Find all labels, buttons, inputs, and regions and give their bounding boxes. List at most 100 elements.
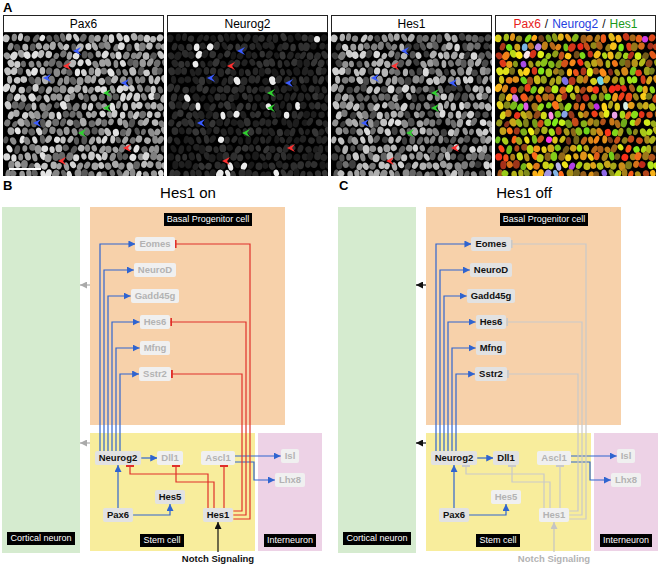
cell-nucleus	[467, 59, 474, 68]
cell-nucleus	[339, 34, 345, 42]
cell-nucleus	[416, 35, 422, 44]
cell-nucleus	[449, 169, 458, 180]
cell-nucleus	[521, 43, 527, 51]
cell-nucleus	[422, 68, 429, 77]
cell-nucleus	[115, 32, 124, 42]
cell-nucleus	[170, 92, 178, 102]
cell-nucleus	[5, 144, 13, 153]
cell-nucleus	[613, 169, 622, 180]
cell-nucleus	[83, 94, 89, 103]
cell-nucleus	[345, 100, 355, 111]
cell-nucleus	[649, 119, 658, 128]
cell-nucleus	[226, 110, 233, 118]
cell-nucleus	[373, 85, 382, 95]
cell-nucleus	[558, 33, 564, 41]
cell-nucleus	[541, 146, 547, 154]
cell-nucleus	[464, 84, 472, 93]
cell-nucleus	[103, 57, 112, 67]
cell-nucleus	[23, 50, 32, 60]
cell-nucleus	[26, 169, 32, 178]
cell-nucleus	[457, 136, 465, 145]
cell-nucleus	[625, 59, 631, 67]
cell-nucleus	[394, 33, 400, 41]
cell-nucleus	[480, 135, 486, 144]
cell-nucleus	[636, 101, 644, 110]
cell-nucleus	[81, 103, 87, 111]
cell-nucleus	[387, 85, 395, 94]
cell-nucleus	[652, 74, 661, 84]
cell-nucleus	[191, 92, 201, 103]
cell-nucleus	[519, 92, 529, 103]
cell-nucleus	[548, 41, 556, 51]
cell-nucleus	[402, 137, 407, 145]
cell-nucleus	[587, 51, 593, 58]
cell-nucleus	[582, 93, 591, 102]
cell-nucleus	[199, 94, 207, 103]
cell-nucleus	[620, 111, 626, 119]
cell-nucleus	[268, 161, 277, 170]
gene-box: Eomes	[471, 237, 510, 251]
cell-nucleus	[635, 136, 643, 144]
cell-nucleus	[275, 109, 282, 118]
cell-nucleus	[154, 111, 161, 118]
cell-nucleus	[547, 60, 555, 69]
gene-box: Dll1	[493, 451, 518, 465]
cell-nucleus	[107, 118, 115, 126]
cell-nucleus	[307, 34, 315, 43]
cell-nucleus	[185, 160, 192, 169]
cell-nucleus	[485, 119, 494, 128]
cell-nucleus	[121, 68, 129, 77]
cell-nucleus	[292, 153, 301, 162]
cell-nucleus	[277, 60, 282, 68]
cell-nucleus	[544, 86, 552, 94]
cell-nucleus	[555, 162, 562, 172]
cell-nucleus	[223, 117, 231, 127]
cell-nucleus	[278, 136, 286, 144]
cell-nucleus	[279, 100, 286, 109]
cell-nucleus	[443, 100, 450, 109]
cell-nucleus	[375, 57, 385, 68]
cell-nucleus	[607, 32, 616, 42]
cell-nucleus	[403, 68, 409, 76]
cell-nucleus	[155, 161, 163, 170]
cell-nucleus	[620, 153, 629, 162]
cell-nucleus	[412, 58, 420, 67]
cell-nucleus	[409, 135, 416, 144]
cell-nucleus	[40, 109, 50, 120]
cell-nucleus	[171, 42, 179, 51]
cell-nucleus	[624, 144, 632, 154]
cell-nucleus	[461, 59, 467, 67]
arrowhead-marker	[449, 79, 457, 87]
regulatory-link	[80, 442, 90, 443]
cell-nucleus	[566, 42, 577, 53]
cell-nucleus	[22, 145, 27, 152]
gene-name: NeuroD	[138, 264, 172, 275]
cell-nucleus	[349, 60, 355, 67]
cell-nucleus	[156, 50, 165, 60]
cell-nucleus	[187, 35, 195, 43]
cell-nucleus	[240, 161, 249, 171]
cell-nucleus	[143, 69, 151, 77]
cell-nucleus	[539, 57, 549, 68]
gene-name: NeuroD	[474, 264, 508, 275]
cell-nucleus	[543, 168, 553, 179]
cell-nucleus	[601, 52, 608, 60]
cell-nucleus	[331, 119, 339, 128]
gene-box: Gadd45g	[467, 289, 516, 303]
cell-nucleus	[551, 117, 559, 127]
cell-nucleus	[453, 127, 461, 137]
cell-nucleus	[397, 92, 404, 101]
cell-nucleus	[415, 103, 422, 112]
cell-nucleus	[49, 41, 56, 50]
gene-box: Hes5	[155, 490, 186, 504]
image-header: Neurog2	[552, 17, 598, 31]
cell-nucleus	[63, 127, 70, 136]
cell-nucleus	[212, 111, 219, 119]
regulatory-link	[477, 457, 493, 458]
cell-nucleus	[608, 151, 616, 161]
cell-nucleus	[330, 136, 337, 144]
cell-nucleus	[481, 128, 490, 137]
cell-nucleus	[573, 51, 580, 59]
cell-nucleus	[324, 145, 330, 152]
cell-nucleus	[63, 76, 70, 85]
